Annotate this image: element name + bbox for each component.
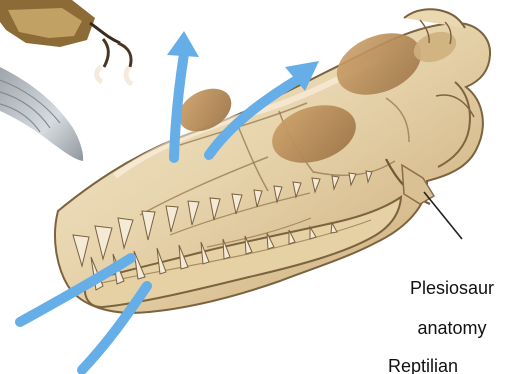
reptilian-partial-label: Reptilian [348,356,498,374]
plesiosaur-label-line-2: anatomy [417,318,486,338]
plesiosaur-anatomy-label: Plesiosaur anatomy [383,258,501,358]
left-spike [0,67,83,161]
upper-left-fragment [0,0,132,84]
plesiosaur-label-line-1: Plesiosaur [410,278,494,298]
label-leader-line [424,192,462,239]
